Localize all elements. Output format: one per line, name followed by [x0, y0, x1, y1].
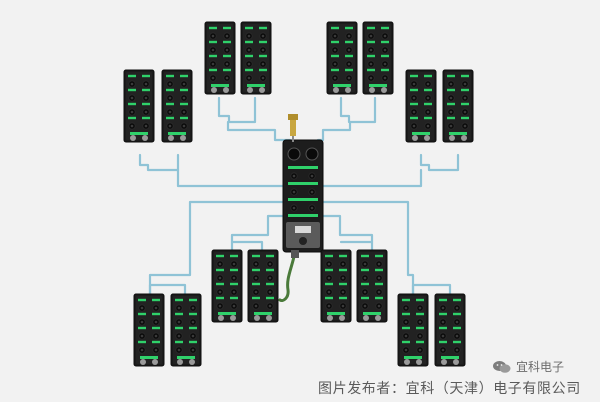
module-top-2: [241, 22, 271, 94]
watermark: 宜科电子: [492, 358, 564, 375]
wechat-icon: [493, 360, 511, 373]
module-lower-center-left-1: [212, 250, 242, 322]
hub-bottom-cable: [278, 250, 299, 302]
module-top-4: [363, 22, 393, 94]
module-upper-left-2: [162, 70, 192, 142]
hub-module: [282, 139, 324, 253]
module-top-3: [327, 22, 357, 94]
hub-top-connector: [288, 114, 298, 142]
cables: [138, 96, 460, 298]
module-lower-left-1: [134, 294, 164, 366]
module-lower-center-right-1: [321, 250, 351, 322]
module-lower-right-1: [398, 294, 428, 366]
image-caption: 图片发布者：宜科（天津）电子有限公司: [318, 381, 581, 397]
module-lower-center-left-2: [248, 250, 278, 322]
module-top-1: [205, 22, 235, 94]
module-upper-left-1: [124, 70, 154, 142]
module-lower-left-2: [171, 294, 201, 366]
module-lower-center-right-2: [357, 250, 387, 322]
watermark-text: 宜科电子: [516, 360, 565, 374]
module-upper-right-2: [443, 70, 473, 142]
module-upper-right-1: [406, 70, 436, 142]
module-lower-right-2: [435, 294, 465, 366]
